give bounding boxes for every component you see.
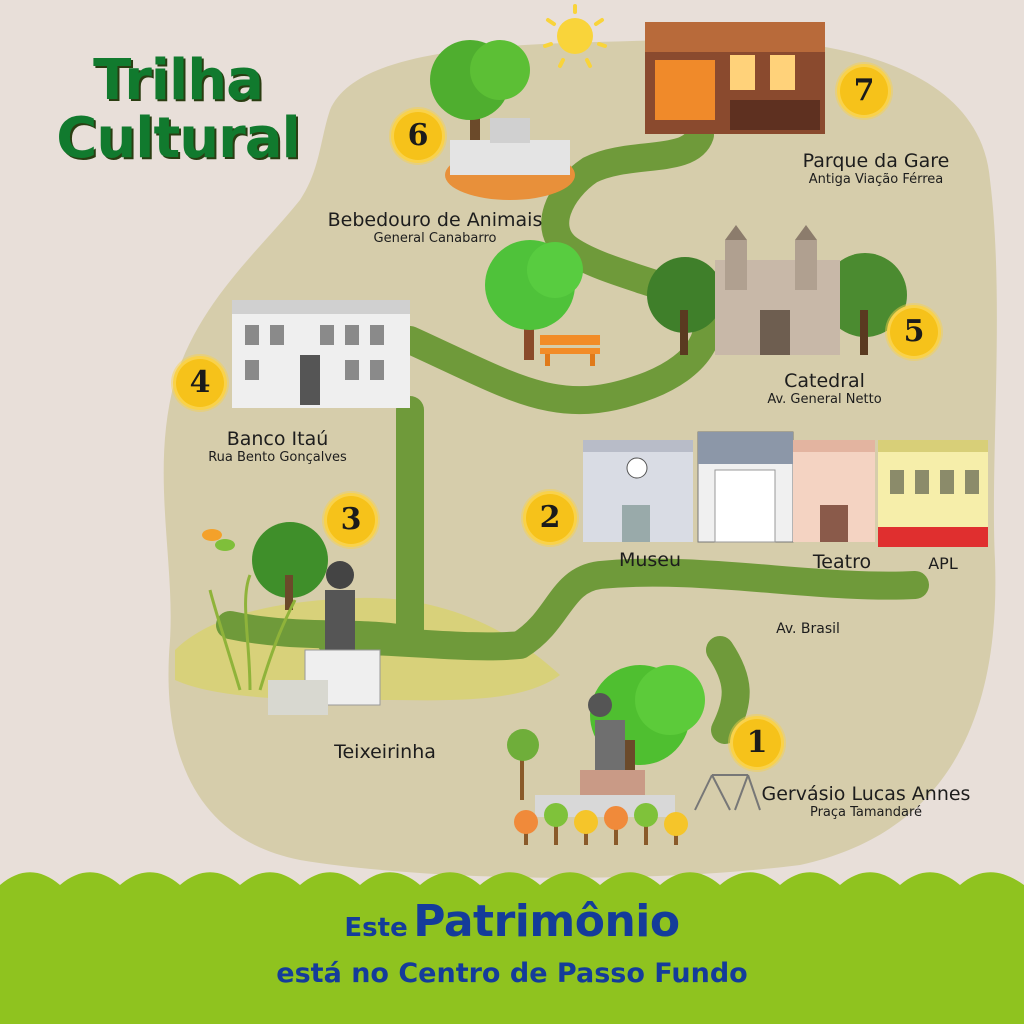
stop-label-1: Gervásio Lucas Annes Praça Tamandaré: [755, 783, 977, 820]
stop-badge-3: 3: [327, 496, 375, 544]
footer-highlight: Patrimônio: [413, 896, 680, 947]
stop-badge-1: 1: [733, 719, 781, 767]
stop-name: Museu: [618, 549, 682, 571]
stop-label-teatro: Teatro: [800, 551, 884, 573]
stop-subtitle: Praça Tamandaré: [809, 805, 923, 820]
stop-badge-7: 7: [840, 67, 888, 115]
stop-name: Banco Itaú: [226, 428, 329, 450]
train-station-icon: [645, 22, 825, 134]
stop-subtitle: Antiga Viação Férrea: [808, 172, 944, 187]
map-title: Trilha Cultural: [48, 52, 308, 168]
stop-name: APL: [928, 554, 958, 573]
stop-name: Gervásio Lucas Annes: [761, 783, 971, 805]
cultural-space-icon: [697, 431, 794, 543]
statue-icon: [208, 522, 381, 715]
fountain-icon: [430, 40, 575, 200]
stop-label-5: Catedral Av. General Netto: [762, 370, 887, 407]
sun-icon: [543, 4, 607, 68]
title-line-2: Cultural: [56, 106, 300, 171]
street-name: Av. Brasil: [776, 621, 840, 637]
stop-label-4: Banco Itaú Rua Bento Gonçalves: [190, 428, 365, 465]
stop-label-3: Teixeirinha: [318, 741, 452, 763]
theater-icon: [793, 440, 875, 542]
stop-badge-4: 4: [176, 359, 224, 407]
stop-name: Catedral: [784, 370, 865, 392]
stop-name: Bebedouro de Animais: [327, 209, 543, 231]
stop-badge-2: 2: [526, 494, 574, 542]
stop-name: Parque da Gare: [802, 150, 950, 172]
building-icon: [232, 300, 410, 408]
stop-label-museu: Museu: [608, 549, 692, 571]
stop-label-apl: APL: [915, 553, 971, 575]
stop-name: Teixeirinha: [334, 741, 436, 763]
tree-icon: [507, 729, 539, 800]
bench-icon: [540, 335, 600, 366]
stop-subtitle: Rua Bento Gonçalves: [208, 450, 347, 465]
stop-label-7: Parque da Gare Antiga Viação Férrea: [791, 150, 961, 187]
stop-subtitle: Av. General Netto: [767, 392, 882, 407]
swing-icon: [694, 774, 761, 811]
title-line-1: Trilha: [93, 48, 264, 113]
tree-icon: [485, 240, 583, 360]
footer-subheading: está no Centro de Passo Fundo: [276, 958, 748, 989]
monument-icon: [535, 665, 705, 817]
street-label-av-brasil: Av. Brasil: [766, 622, 850, 637]
small-trees-icon: [514, 803, 688, 845]
apl-building-icon: [878, 440, 988, 547]
stop-subtitle: General Canabarro: [373, 231, 497, 246]
footer-band: [0, 872, 1024, 1024]
cathedral-icon: [647, 225, 907, 355]
stop-name: Teatro: [812, 551, 872, 573]
butterfly-icon: [202, 529, 235, 551]
stop-badge-5: 5: [890, 308, 938, 356]
museum-icon: [583, 440, 693, 542]
footer-heading: Este Patrimônio: [0, 896, 1024, 947]
footer-prefix: Este: [344, 913, 408, 943]
stop-badge-6: 6: [394, 112, 442, 160]
stop-label-6: Bebedouro de Animais General Canabarro: [318, 209, 552, 246]
